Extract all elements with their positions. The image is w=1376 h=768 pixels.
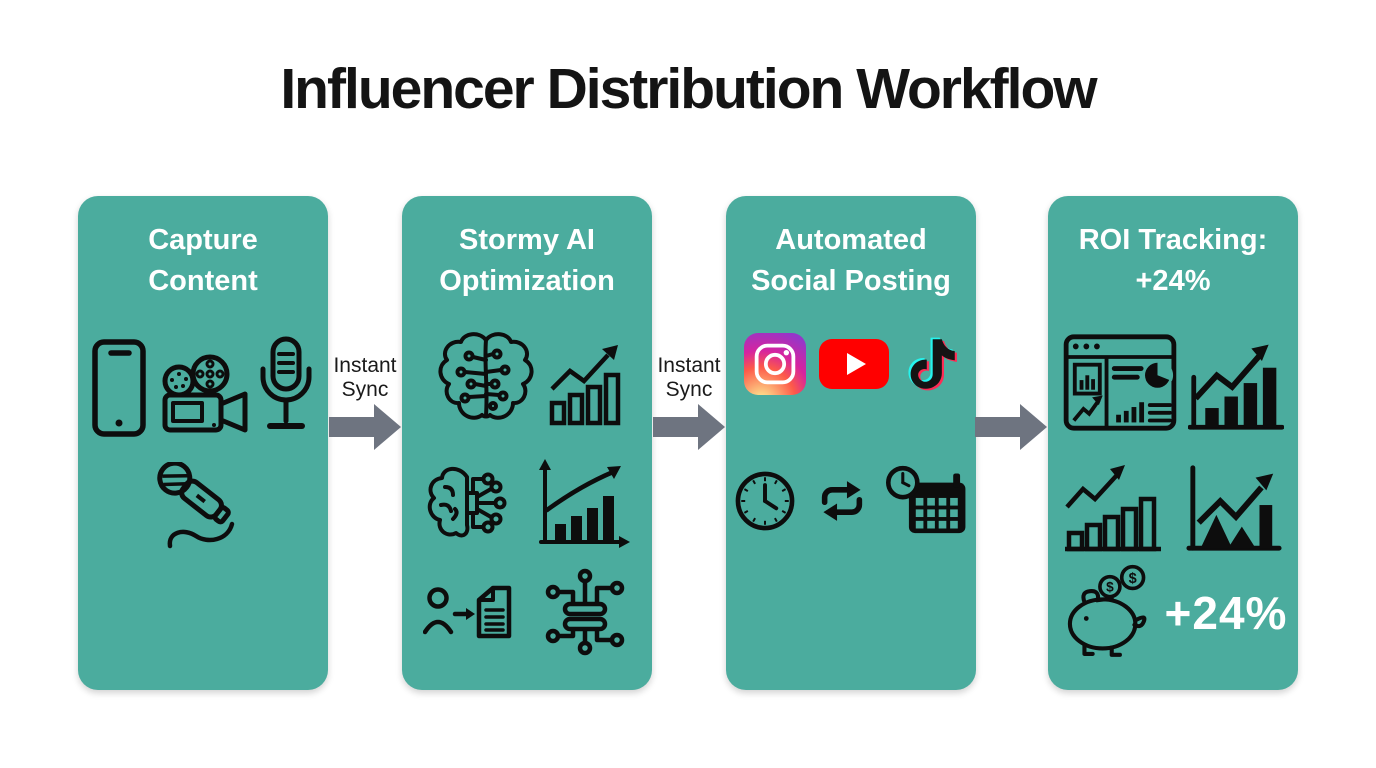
tiktok-icon <box>908 337 957 391</box>
card-automated-social-posting: Automated Social Posting <box>726 196 976 690</box>
ai-brain-icon <box>438 332 534 420</box>
bar-chart-trend-icon <box>1188 344 1284 430</box>
card-title: Capture Content <box>148 224 258 297</box>
card-stormy-ai-optimization: Stormy AI Optimization <box>402 196 652 690</box>
roi-value: +24% <box>1164 587 1288 639</box>
brain-circuit-icon <box>427 466 507 538</box>
video-camera-icon <box>162 354 248 433</box>
instant-sync-label: Instant Sync <box>333 354 397 401</box>
instagram-icon <box>744 333 806 395</box>
line-bar-growth-icon <box>1065 465 1161 552</box>
svg-text:$: $ <box>1106 580 1114 595</box>
instant-sync-label: Instant Sync <box>657 354 721 401</box>
piggy-bank-icon: $ $ <box>1067 564 1146 657</box>
bar-chart-arrow-icon <box>549 345 621 426</box>
youtube-icon <box>819 339 889 389</box>
card-title: Automated Social Posting <box>751 224 951 297</box>
card-title: Stormy AI Optimization <box>439 224 615 297</box>
repeat-sync-icon <box>821 481 863 521</box>
growth-curve-chart-icon <box>539 459 630 548</box>
handheld-microphone-icon <box>157 462 235 549</box>
card-roi-tracking: ROI Tracking: +24% <box>1048 196 1298 690</box>
card-capture-content: Capture Content <box>78 196 328 690</box>
flow-arrow-icon <box>329 404 401 450</box>
page-title: Influencer Distribution Workflow <box>280 57 1097 121</box>
analytics-dashboard-icon <box>1063 334 1177 431</box>
studio-microphone-icon <box>260 336 312 429</box>
clock-icon <box>735 471 795 531</box>
flow-arrow-icon <box>653 404 725 450</box>
card-title: ROI Tracking: +24% <box>1078 224 1268 297</box>
data-node-icon <box>545 568 625 656</box>
flow-arrow-icon <box>975 404 1047 450</box>
filled-growth-chart-icon <box>1186 465 1282 551</box>
smartphone-icon <box>92 339 146 437</box>
user-to-document-icon <box>423 585 512 639</box>
calendar-schedule-icon <box>886 465 966 534</box>
svg-text:$: $ <box>1128 571 1136 587</box>
